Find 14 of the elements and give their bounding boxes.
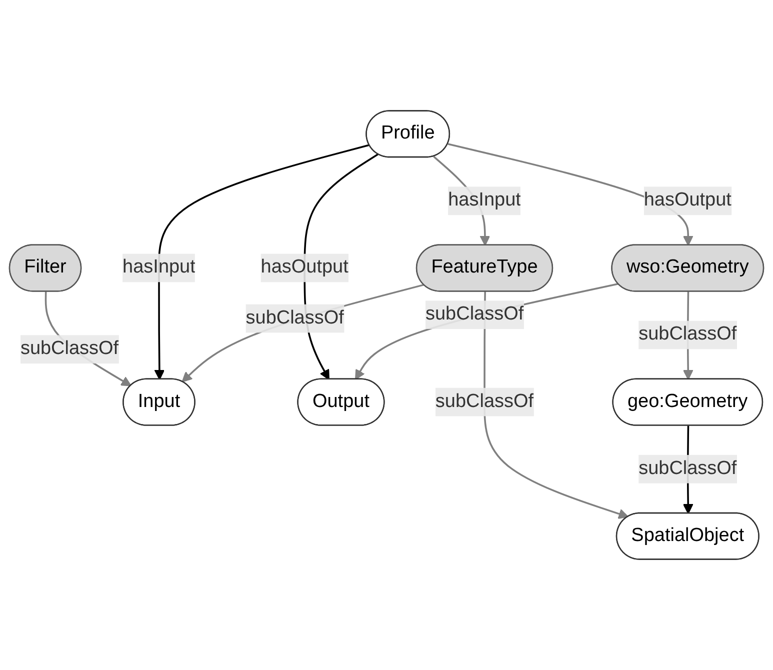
edge-label: subClassOf bbox=[435, 391, 534, 412]
arrow bbox=[154, 144, 370, 380]
edge-label: subClassOf bbox=[638, 324, 737, 344]
edge-label: subClassOf bbox=[246, 308, 344, 328]
edge-label: hasInput bbox=[122, 257, 196, 278]
edge-label: subClassOf bbox=[20, 338, 119, 359]
edge-label: subClassOf bbox=[638, 458, 737, 479]
edge-label: hasOutput bbox=[644, 190, 732, 210]
edge-label: hasInput bbox=[448, 190, 521, 210]
arrow bbox=[182, 284, 424, 382]
edge-label: subClassOf bbox=[426, 304, 524, 324]
arrow bbox=[354, 283, 618, 380]
arrow bbox=[448, 143, 694, 246]
edge-label: hasOutput bbox=[260, 257, 348, 278]
